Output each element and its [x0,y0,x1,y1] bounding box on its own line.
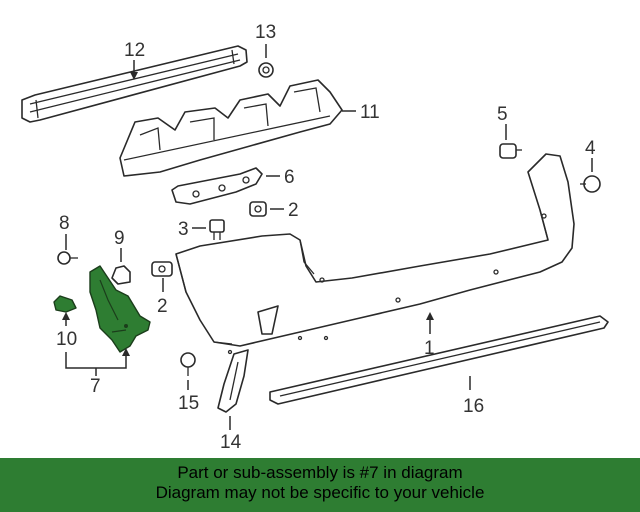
callout-6: 6 [284,167,295,188]
callout-2b: 2 [157,296,168,317]
part-9-nut[interactable] [111,265,131,285]
callout-14: 14 [220,432,242,453]
callout-12: 12 [124,40,145,61]
callout-15: 15 [178,393,199,414]
part-1-bumper-cover[interactable] [175,153,575,355]
parts-diagram: 12 13 11 6 5 4 [21,22,609,453]
callout-16: 16 [463,396,484,417]
callout-10: 10 [56,329,77,350]
part-3-clip[interactable] [209,219,225,240]
banner-line-1: Part or sub-assembly is #7 in diagram [177,463,463,482]
callout-1: 1 [424,338,435,359]
part-11-absorber[interactable] [119,79,343,177]
leader-7-bracket [65,352,127,369]
part-8-screw[interactable] [57,251,78,265]
part-2b-clip[interactable] [151,261,173,277]
callout-4: 4 [585,138,596,159]
part-14-spacer[interactable] [217,349,249,413]
part-10-highlighted-clip[interactable] [53,295,77,313]
part-13-clip[interactable] [258,62,274,78]
callout-7: 7 [90,376,101,397]
callout-9: 9 [114,228,125,249]
part-16-molding[interactable] [269,315,609,405]
callout-8: 8 [59,213,70,234]
part-5-fastener[interactable] [499,143,522,159]
callout-5: 5 [497,104,508,125]
part-7-highlighted-bracket[interactable] [89,265,151,353]
banner-line-2: Diagram may not be specific to your vehi… [155,483,485,502]
part-2a-clip[interactable] [249,201,267,217]
info-banner: Part or sub-assembly is #7 in diagram Di… [0,458,640,512]
callout-3: 3 [178,219,189,240]
callout-11: 11 [360,102,380,123]
part-6-bracket[interactable] [171,167,263,205]
callout-2a: 2 [288,200,299,221]
callout-13: 13 [255,22,276,43]
part-15-screw[interactable] [180,352,196,376]
part-4-screw[interactable] [580,175,601,193]
part-12-beam[interactable] [21,45,248,123]
